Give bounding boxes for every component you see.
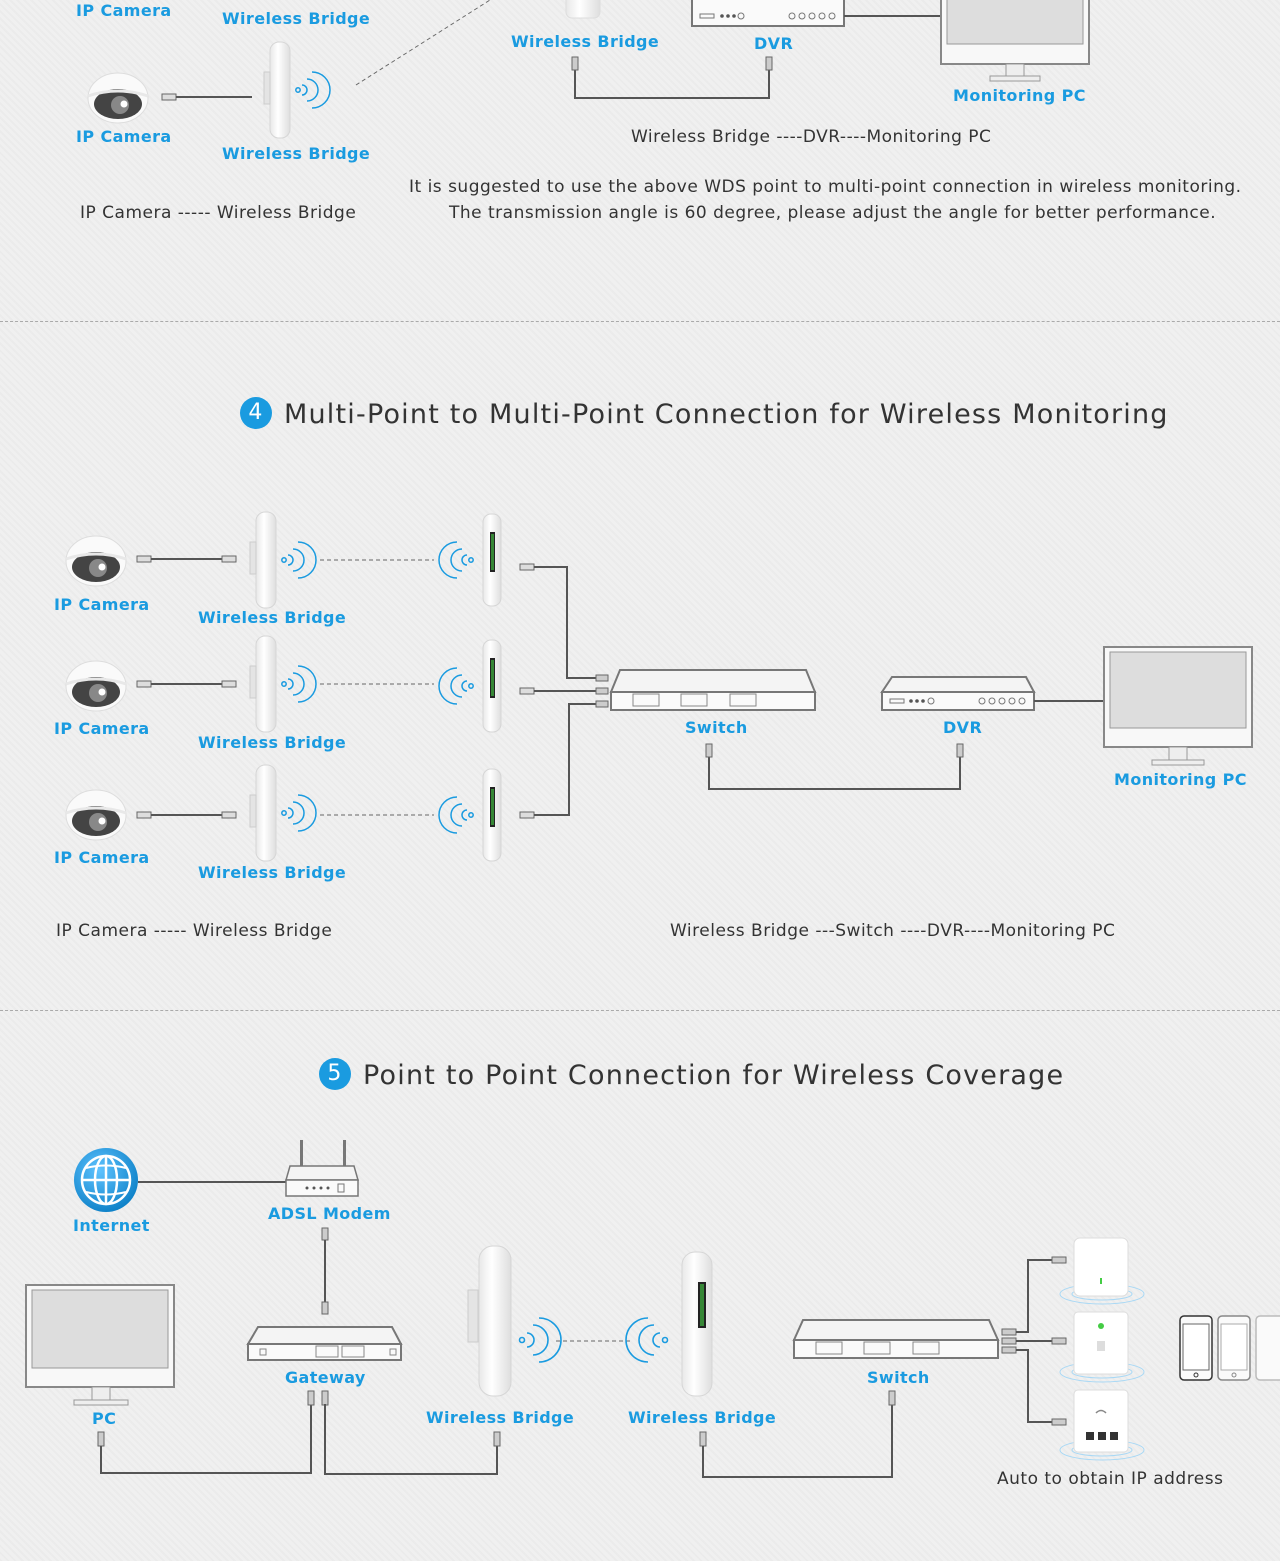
row1 xyxy=(64,511,535,609)
section5-title: 5 Point to Point Connection for Wireless … xyxy=(319,1057,1065,1093)
dvr-icon xyxy=(880,676,1036,711)
section-divider xyxy=(0,1010,1280,1011)
bridge-top-partial xyxy=(565,0,601,19)
section4-number-badge: 4 xyxy=(240,396,272,429)
section4-title-text: Multi-Point to Multi-Point Connection fo… xyxy=(284,399,1169,430)
access-point-icon xyxy=(1059,1237,1145,1305)
label-ip-camera-r2: IP Camera xyxy=(54,719,150,738)
smartphone-icon xyxy=(1255,1315,1280,1381)
wireless-bridge-icon xyxy=(467,1245,562,1397)
label-wireless-bridge-r2: Wireless Bridge xyxy=(198,733,347,752)
label-wireless-bridge-top: Wireless Bridge xyxy=(222,9,371,28)
smartphone-icon xyxy=(1179,1315,1213,1381)
caption-right-s3: Wireless Bridge ----DVR----Monitoring PC xyxy=(631,127,992,147)
switch-icon xyxy=(609,669,817,711)
label-wireless-bridge-r3: Wireless Bridge xyxy=(198,863,347,882)
section4-graphics xyxy=(64,511,1253,862)
label-ip-camera-r1: IP Camera xyxy=(54,595,150,614)
section3-graphics xyxy=(86,0,1090,139)
caption-auto-ip: Auto to obtain IP address xyxy=(997,1469,1224,1489)
wireless-bridge-icon xyxy=(625,1251,713,1397)
switch-icon xyxy=(792,1319,1000,1359)
row3 xyxy=(64,764,535,862)
label-wireless-bridge-r1: Wireless Bridge xyxy=(198,608,347,627)
label-dvr-s4: DVR xyxy=(943,718,983,737)
modem-icon xyxy=(285,1140,359,1197)
label-wireless-bridge-s3: Wireless Bridge xyxy=(511,32,660,51)
label-adsl-modem: ADSL Modem xyxy=(268,1204,391,1223)
label-internet: Internet xyxy=(73,1216,150,1235)
access-point-icon xyxy=(1059,1311,1145,1383)
section-divider xyxy=(0,321,1280,322)
note-line2: The transmission angle is 60 degree, ple… xyxy=(449,203,1217,223)
gateway-icon xyxy=(246,1326,403,1361)
label-switch-s5: Switch xyxy=(867,1368,930,1387)
section5-graphics xyxy=(25,1140,1280,1478)
label-wireless-bridge-s3b: Wireless Bridge xyxy=(222,144,371,163)
label-monitoring-pc-s4: Monitoring PC xyxy=(1114,770,1247,789)
label-ip-camera-top: IP Camera xyxy=(76,1,172,20)
label-wireless-bridge-s5a: Wireless Bridge xyxy=(426,1408,575,1427)
section5-number-badge: 5 xyxy=(319,1057,351,1090)
label-monitoring-pc-s3: Monitoring PC xyxy=(953,86,1086,105)
label-gateway: Gateway xyxy=(285,1368,366,1387)
globe-icon xyxy=(74,1148,138,1212)
label-dvr-s3: DVR xyxy=(754,34,794,53)
section5-title-text: Point to Point Connection for Wireless C… xyxy=(363,1060,1065,1091)
caption-right-s4: Wireless Bridge ---Switch ----DVR----Mon… xyxy=(670,921,1116,941)
note-line1: It is suggested to use the above WDS poi… xyxy=(409,177,1242,197)
caption-left-s4: IP Camera ----- Wireless Bridge xyxy=(56,921,333,941)
access-point-icon xyxy=(1059,1389,1145,1461)
monitor-icon xyxy=(940,0,1090,82)
monitor-icon xyxy=(25,1284,175,1406)
monitor-icon xyxy=(1103,646,1253,766)
label-ip-camera-r3: IP Camera xyxy=(54,848,150,867)
label-pc: PC xyxy=(92,1409,117,1428)
label-ip-camera-s3: IP Camera xyxy=(76,127,172,146)
smartphone-icon xyxy=(1217,1315,1251,1381)
label-switch-s4: Switch xyxy=(685,718,748,737)
dvr-icon xyxy=(691,0,845,27)
caption-left-s3: IP Camera ----- Wireless Bridge xyxy=(80,203,357,223)
section4-title: 4 Multi-Point to Multi-Point Connection f… xyxy=(240,396,1169,432)
label-wireless-bridge-s5b: Wireless Bridge xyxy=(628,1408,777,1427)
row2 xyxy=(64,635,535,733)
